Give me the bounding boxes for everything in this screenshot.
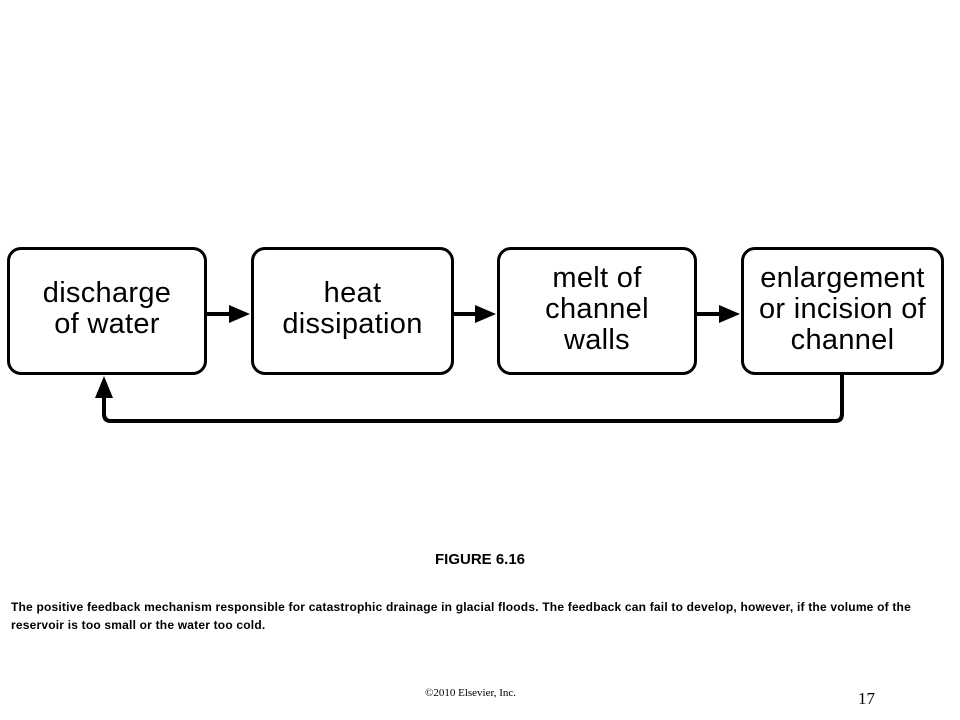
box-label: discharge of water bbox=[42, 277, 172, 340]
copyright-notice: ©2010 Elsevier, Inc. bbox=[425, 687, 517, 699]
box-discharge-of-water: discharge of water bbox=[7, 247, 207, 375]
box-heat-dissipation: heat dissipation bbox=[251, 247, 454, 375]
box-label: enlargement or incision of channel bbox=[759, 261, 926, 356]
figure-caption: The positive feedback mechanism responsi… bbox=[11, 600, 911, 632]
figure-title: FIGURE 6.16 bbox=[434, 551, 526, 568]
arrow-discharge-to-heat bbox=[207, 305, 250, 323]
box-melt-of-channel-walls: melt of channel walls bbox=[497, 247, 697, 375]
box-enlargement-or-incision: enlargement or incision of channel bbox=[741, 247, 944, 375]
arrow-melt-to-enlargement bbox=[697, 305, 740, 323]
box-label: melt of channel walls bbox=[545, 261, 649, 356]
feedback-loop-arrow bbox=[95, 375, 844, 423]
arrow-heat-to-melt bbox=[454, 305, 496, 323]
page-number: 17 bbox=[858, 689, 875, 708]
box-label: heat dissipation bbox=[282, 277, 423, 340]
